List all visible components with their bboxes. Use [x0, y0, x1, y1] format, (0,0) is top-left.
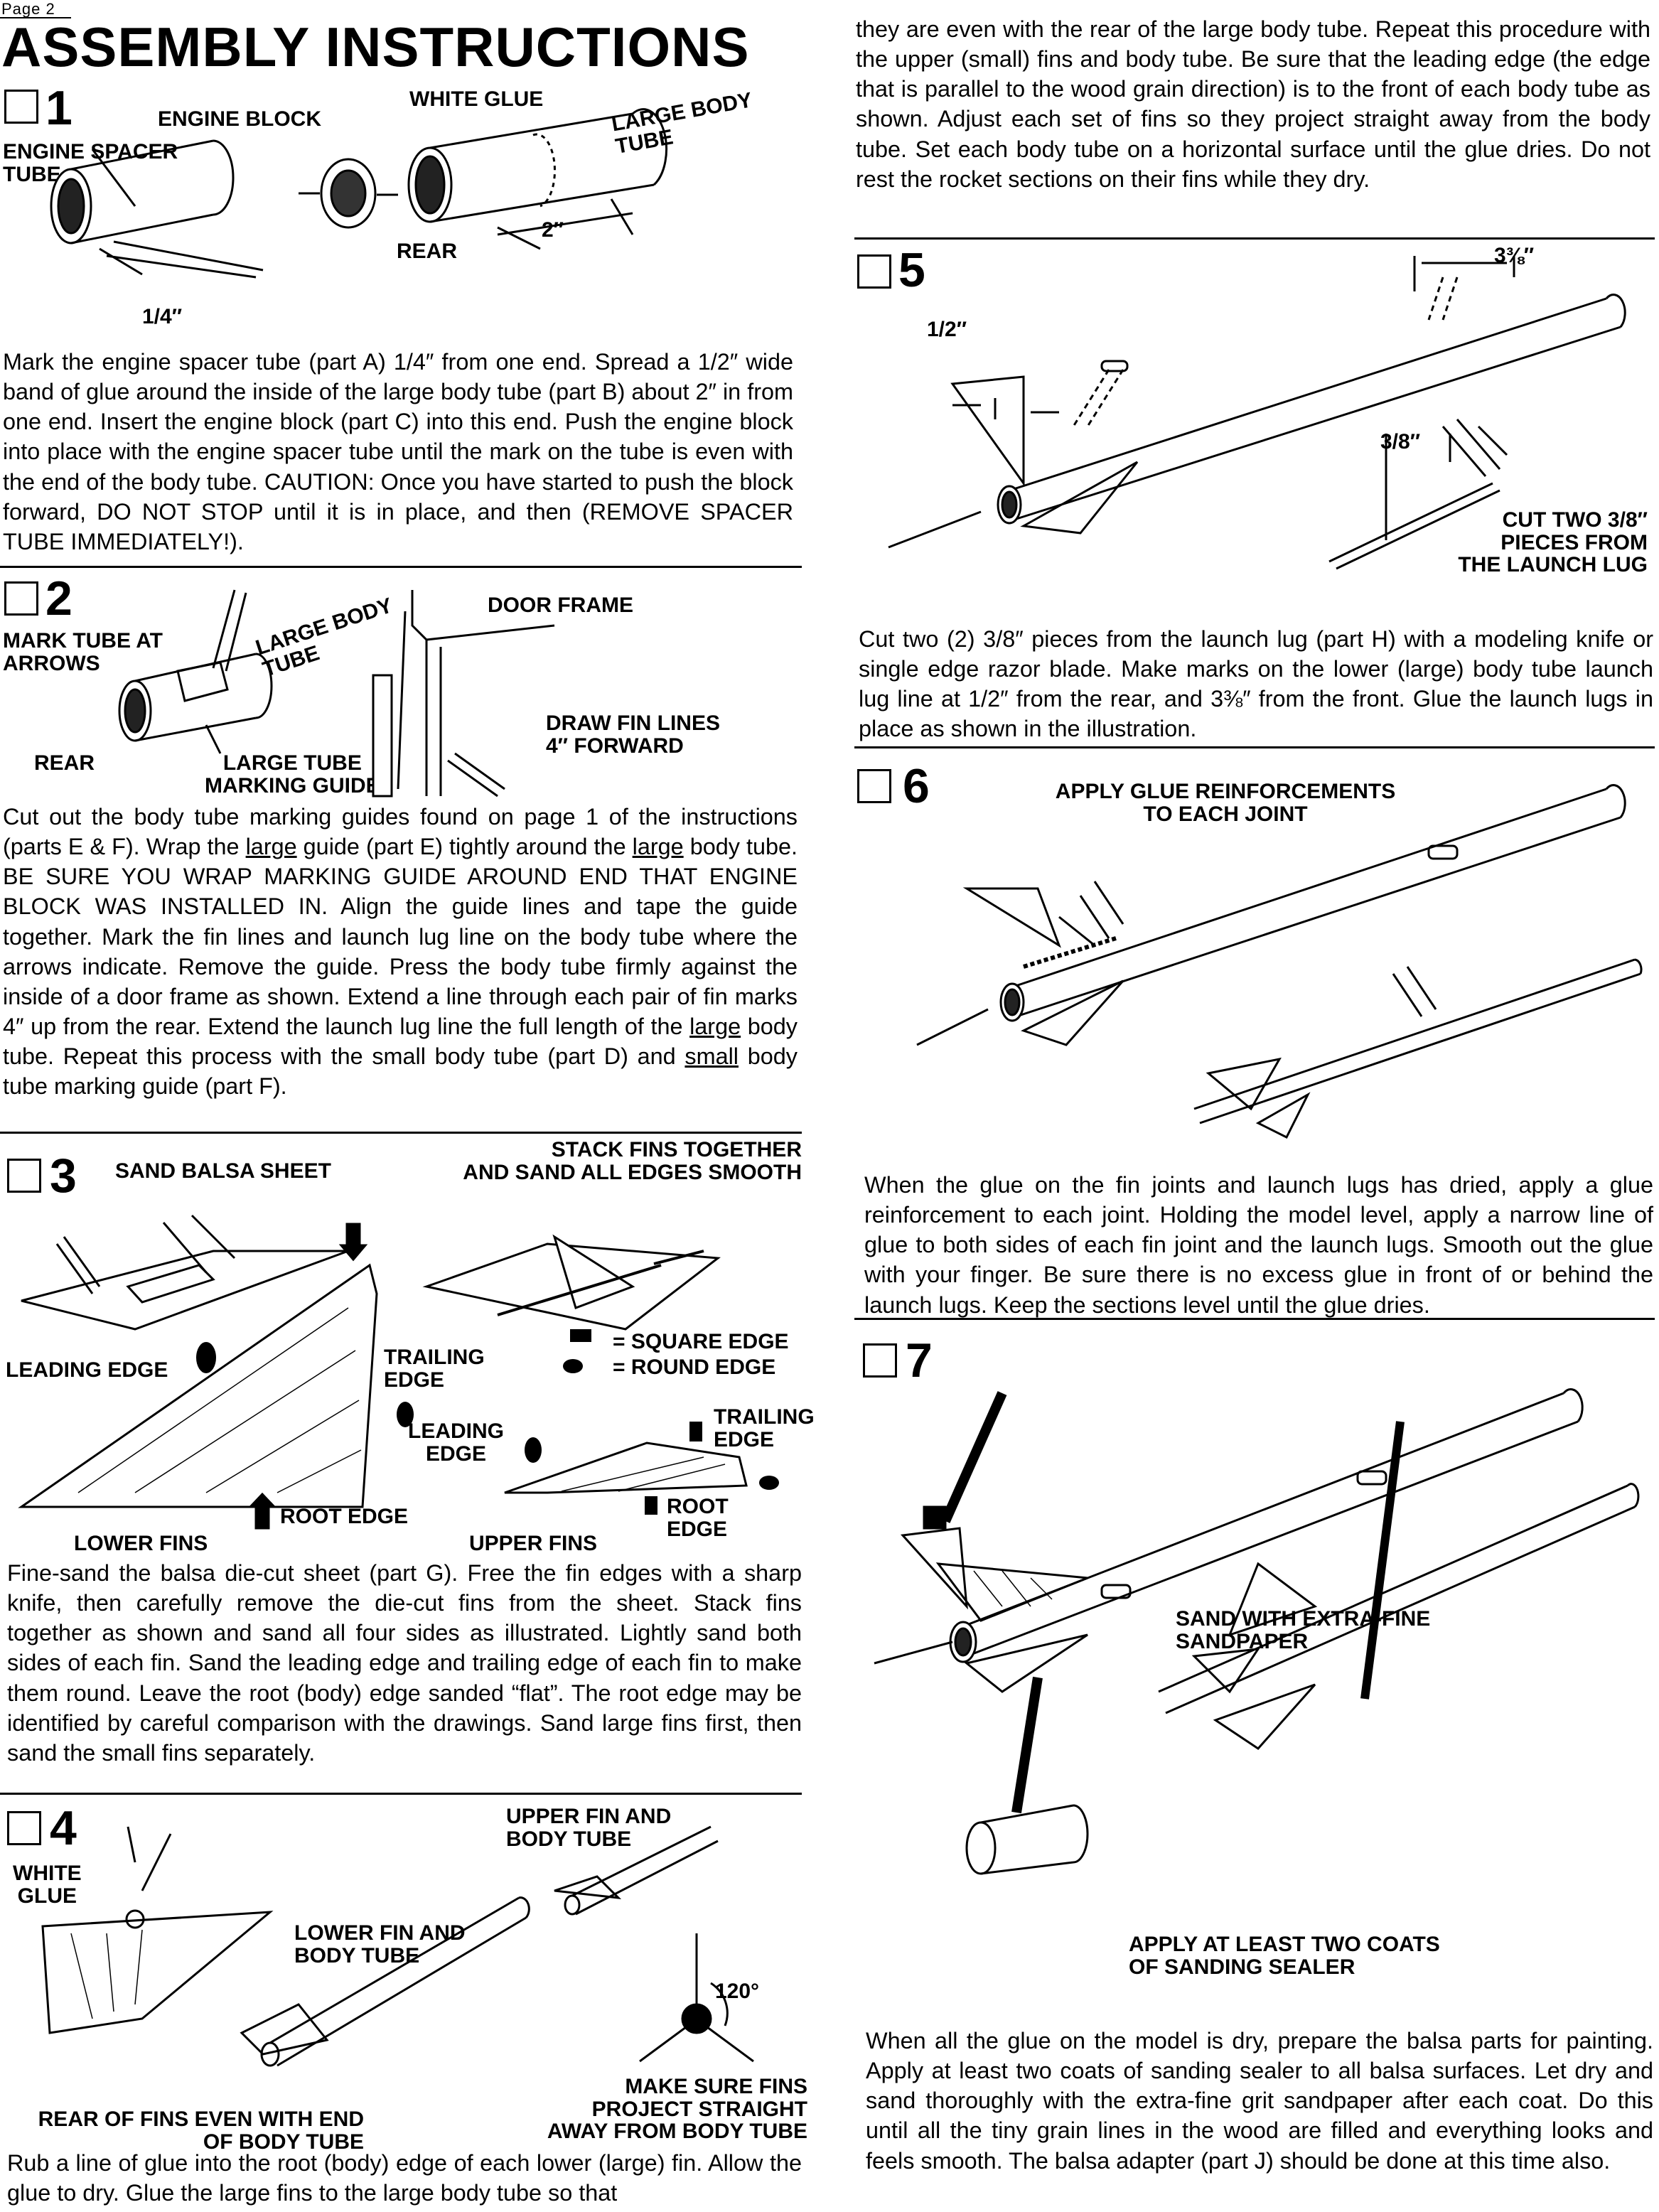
label-cut-two: CUT TWO 3/8″ PIECES FROM THE LAUNCH LUG — [1458, 508, 1648, 576]
divider — [0, 1132, 802, 1134]
label-trailing-edge-lower: TRAILING EDGE — [384, 1346, 485, 1392]
label-lower-fins: LOWER FINS — [74, 1532, 208, 1555]
step-2-illustration — [100, 583, 554, 796]
label-white-glue: WHITE GLUE — [13, 1862, 82, 1908]
step-6-checkbox[interactable] — [857, 769, 891, 803]
label-marking-guide: LARGE TUBE MARKING GUIDE — [205, 751, 380, 798]
label-rear: REAR — [397, 240, 458, 263]
label-mark-tube: MARK TUBE AT ARROWS — [3, 629, 163, 675]
label-trailing-edge-upper: TRAILING EDGE — [714, 1405, 815, 1451]
label-engine-block: ENGINE BLOCK — [158, 107, 322, 131]
page-title: ASSEMBLY INSTRUCTIONS — [1, 16, 750, 78]
label-dim-2in: 2″ — [542, 218, 564, 242]
label-root-edge-lower: ROOT EDGE — [280, 1505, 409, 1528]
step-7-illustration — [860, 1351, 1649, 1933]
step-7-checkbox[interactable] — [863, 1343, 897, 1378]
step-5-checkbox[interactable] — [857, 254, 891, 289]
label-rear: REAR — [34, 751, 95, 775]
label-leading-edge-upper: LEADING EDGE — [408, 1419, 504, 1466]
label-upper-fin-body-tube: UPPER FIN AND BODY TUBE — [506, 1805, 672, 1851]
divider — [854, 237, 1655, 240]
label-stack-fins: STACK FINS TOGETHER AND SAND ALL EDGES S… — [463, 1138, 802, 1184]
label-sand-balsa: SAND BALSA SHEET — [115, 1159, 331, 1183]
divider — [854, 746, 1655, 748]
label-dim-quarter: 1/4″ — [142, 305, 183, 328]
step-6-number: 6 — [903, 759, 930, 813]
divider — [0, 1793, 802, 1795]
label-apply-coats: APPLY AT LEAST TWO COATS OF SANDING SEAL… — [1129, 1933, 1440, 1979]
step-5-text: Cut two (2) 3/8″ pieces from the launch … — [859, 626, 1653, 742]
divider — [0, 566, 802, 568]
label-apply-glue: APPLY GLUE REINFORCEMENTS TO EACH JOINT — [1055, 780, 1396, 826]
step-2-number: 2 — [45, 571, 73, 626]
step-2-text: Cut out the body tube marking guides fou… — [3, 804, 798, 1100]
step-7-text: When all the glue on the model is dry, p… — [866, 2028, 1653, 2174]
step-1-illustration — [43, 107, 753, 334]
step-3-text: Fine-sand the balsa die-cut sheet (part … — [7, 1560, 802, 1766]
label-white-glue: WHITE GLUE — [409, 87, 544, 111]
label-make-sure-fins: MAKE SURE FINS PROJECT STRAIGHT AWAY FRO… — [547, 2075, 807, 2143]
label-lower-fin-body-tube: LOWER FIN AND BODY TUBE — [294, 1921, 466, 1967]
label-rear-of-fins: REAR OF FINS EVEN WITH END OF BODY TUBE — [38, 2108, 364, 2154]
label-draw-fin-lines: DRAW FIN LINES 4″ FORWARD — [546, 712, 720, 758]
step-1-text: Mark the engine spacer tube (part A) 1/4… — [3, 349, 793, 554]
step-5-illustration — [867, 249, 1649, 576]
label-120-degrees: 120° — [715, 1980, 760, 2003]
label-sand-extra-fine: SAND WITH EXTRA-FINE SANDPAPER — [1176, 1607, 1431, 1653]
page-label: Page 2 — [1, 0, 55, 18]
step-3-checkbox[interactable] — [7, 1159, 41, 1193]
step-4-number: 4 — [50, 1801, 77, 1855]
step-4-checkbox[interactable] — [7, 1811, 41, 1845]
step-6-text: When the glue on the fin joints and laun… — [864, 1172, 1653, 1318]
label-door-frame: DOOR FRAME — [488, 594, 633, 617]
step-7-number: 7 — [906, 1333, 933, 1387]
step-1-checkbox[interactable] — [4, 90, 38, 124]
step-3-number: 3 — [50, 1149, 77, 1203]
step-2-checkbox[interactable] — [4, 581, 38, 616]
step-5-number: 5 — [898, 243, 925, 297]
label-dim-half: 1/2″ — [927, 318, 967, 341]
step-4-continued-text: they are even with the rear of the large… — [856, 16, 1650, 192]
legend-square-edge: = SQUARE EDGE — [613, 1330, 789, 1353]
step-3-illustration — [7, 1180, 779, 1535]
label-root-edge-upper: ROOT EDGE — [667, 1495, 729, 1541]
step-6-illustration — [881, 775, 1656, 1151]
page-label-underline — [0, 17, 71, 18]
divider — [854, 1318, 1655, 1320]
label-leading-edge-lower: LEADING EDGE — [6, 1358, 168, 1382]
step-4-text: Rub a line of glue into the root (body) … — [7, 2150, 802, 2206]
legend-round-edge: = ROUND EDGE — [613, 1355, 776, 1379]
step-4-illustration — [28, 1820, 796, 2104]
label-upper-fins: UPPER FINS — [469, 1532, 598, 1555]
label-engine-spacer-tube: ENGINE SPACER TUBE — [3, 140, 178, 186]
step-1-number: 1 — [45, 81, 73, 135]
